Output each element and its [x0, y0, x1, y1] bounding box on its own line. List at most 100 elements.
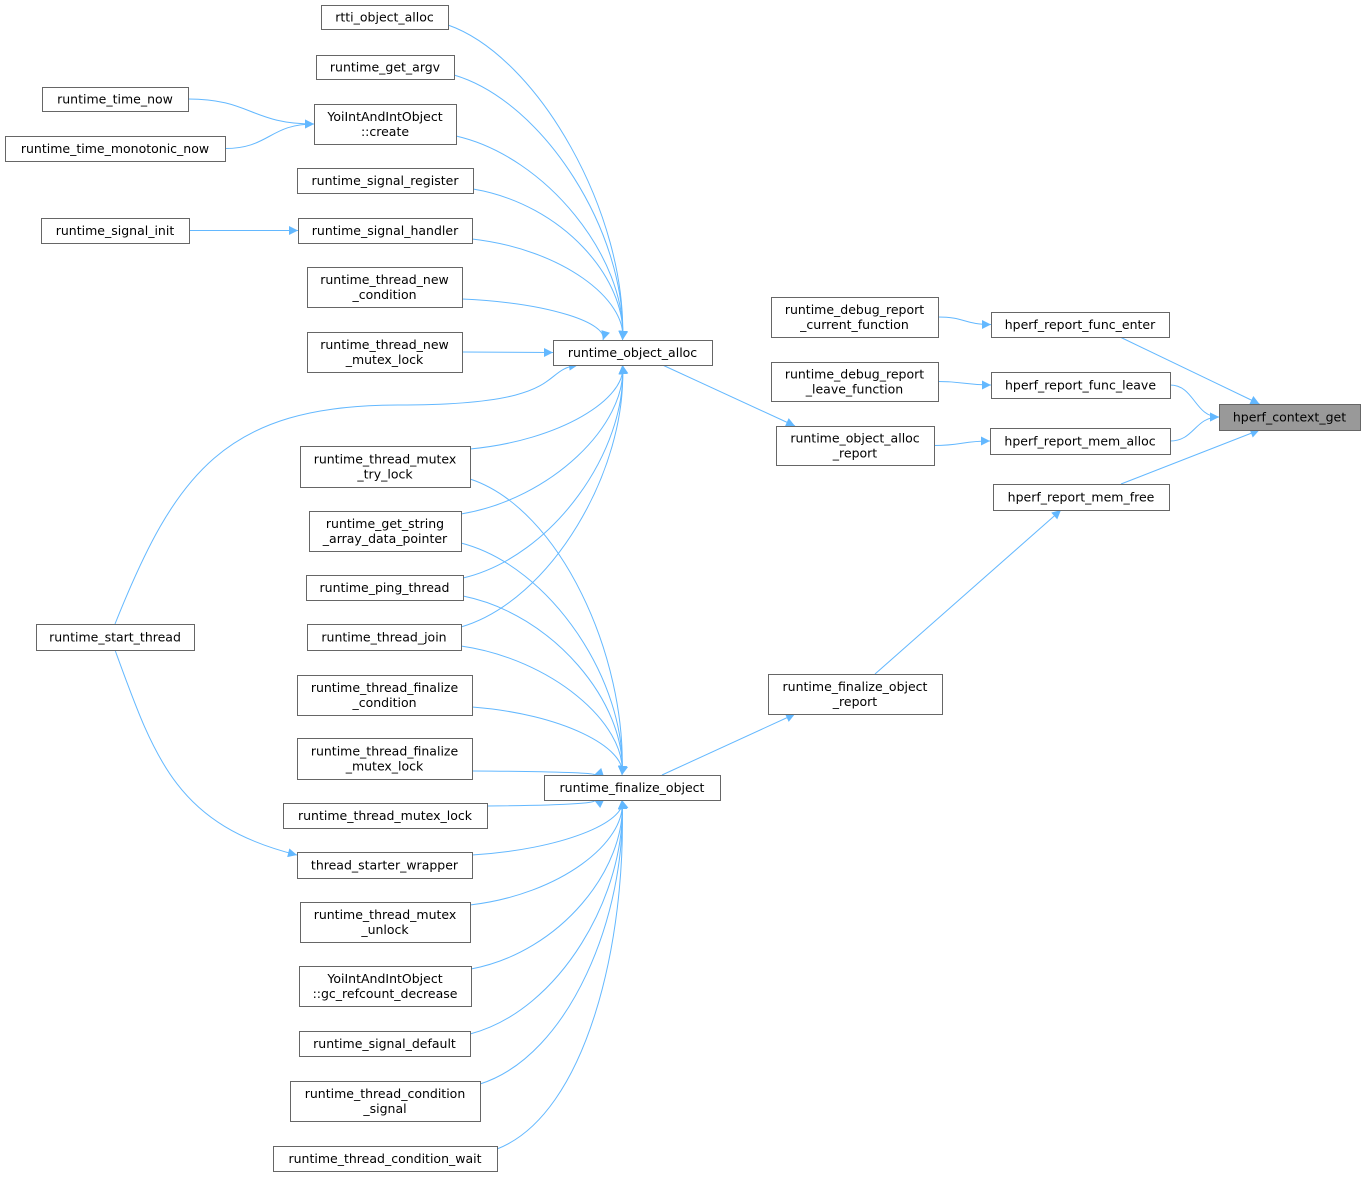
- node-box: [544, 775, 721, 801]
- node-runtime-time-now[interactable]: runtime_time_now: [42, 87, 189, 112]
- node-runtime-ping-thread[interactable]: runtime_ping_thread: [306, 575, 464, 601]
- node-box: [771, 362, 939, 402]
- node-label: runtime_signal_handler: [312, 223, 459, 238]
- edge-runtime-debug-report-leave-function-to-hperf-report-func-leave: [937, 380, 992, 390]
- node-label: runtime_time_now: [57, 92, 173, 107]
- node-box: [991, 372, 1171, 399]
- edge-runtime-thread-condition-signal-to-runtime-finalize-object: [479, 799, 627, 1085]
- edge-runtime-object-alloc-report-to-hperf-report-mem-alloc: [933, 436, 991, 446]
- edge-runtime-time-monotonic-now-to-yoi-create: [224, 119, 315, 149]
- node-runtime-finalize-object-report[interactable]: runtime_finalize_object_report: [768, 674, 943, 715]
- node-box: [283, 803, 488, 829]
- node-label: YoiIntAndIntObject: [326, 971, 442, 986]
- node-thread-starter-wrapper[interactable]: thread_starter_wrapper: [297, 852, 473, 879]
- node-label: runtime_thread_mutex_lock: [298, 808, 473, 823]
- node-box: [990, 428, 1171, 455]
- node-hperf-report-mem-alloc[interactable]: hperf_report_mem_alloc: [990, 428, 1171, 455]
- node-runtime-thread-join[interactable]: runtime_thread_join: [307, 624, 462, 651]
- node-runtime-time-monotonic-now[interactable]: runtime_time_monotonic_now: [5, 136, 226, 162]
- node-label: runtime_thread_new: [320, 272, 449, 287]
- edge-runtime-ping-thread-to-runtime-finalize-object: [462, 595, 628, 776]
- node-label: runtime_debug_report: [785, 302, 924, 317]
- node-box: [297, 738, 473, 780]
- node-runtime-finalize-object[interactable]: runtime_finalize_object: [544, 775, 721, 801]
- node-label: hperf_report_func_leave: [1005, 378, 1156, 393]
- node-label: _report: [832, 446, 878, 461]
- node-label: hperf_report_func_enter: [1005, 317, 1156, 332]
- node-runtime-thread-mutex-unlock[interactable]: runtime_thread_mutex_unlock: [300, 902, 471, 943]
- node-label: _try_lock: [356, 467, 413, 482]
- node-label: runtime_object_alloc: [568, 345, 697, 360]
- node-label: runtime_thread_join: [321, 630, 446, 645]
- edge-hperf-report-mem-alloc-to-hperf-context-get: [1169, 412, 1220, 442]
- node-label: runtime_debug_report: [785, 367, 924, 382]
- node-runtime-start-thread[interactable]: runtime_start_thread: [36, 624, 195, 651]
- node-label: _condition: [351, 287, 416, 302]
- node-label: runtime_time_monotonic_now: [21, 141, 209, 156]
- node-runtime-signal-register[interactable]: runtime_signal_register: [297, 168, 474, 194]
- node-runtime-thread-mutex-lock[interactable]: runtime_thread_mutex_lock: [283, 803, 488, 829]
- edge-runtime-get-argv-to-runtime-object-alloc: [453, 74, 628, 341]
- node-label: _mutex_lock: [345, 759, 424, 774]
- node-runtime-thread-finalize-condition[interactable]: runtime_thread_finalize_condition: [297, 675, 473, 716]
- edge-runtime-start-thread-to-thread-starter-wrapper: [114, 649, 298, 858]
- node-runtime-thread-new-mutex-lock[interactable]: runtime_thread_new_mutex_lock: [307, 332, 463, 373]
- node-box: [991, 312, 1170, 338]
- node-box: [776, 426, 935, 466]
- node-hperf-report-func-leave[interactable]: hperf_report_func_leave: [991, 372, 1171, 399]
- node-label: runtime_start_thread: [49, 630, 181, 645]
- node-hperf-context-get[interactable]: hperf_context_get: [1219, 404, 1361, 431]
- node-label: rtti_object_alloc: [335, 10, 434, 25]
- edge-runtime-start-thread-to-runtime-object-alloc: [114, 361, 579, 625]
- node-runtime-thread-condition-wait[interactable]: runtime_thread_condition_wait: [273, 1146, 498, 1172]
- node-runtime-get-argv[interactable]: runtime_get_argv: [316, 55, 455, 80]
- node-label: runtime_thread_condition_wait: [289, 1151, 482, 1166]
- node-runtime-thread-condition-signal[interactable]: runtime_thread_condition_signal: [290, 1081, 481, 1122]
- node-rtti-object-alloc[interactable]: rtti_object_alloc: [321, 5, 449, 30]
- node-label: _leave_function: [805, 382, 903, 397]
- edge-runtime-get-string-array-data-pointer-to-runtime-finalize-object: [460, 542, 627, 776]
- node-box: [1219, 404, 1361, 431]
- node-label: runtime_finalize_object: [783, 679, 928, 694]
- node-label: _signal: [362, 1101, 406, 1116]
- edge-runtime-thread-condition-wait-to-runtime-finalize-object: [496, 799, 627, 1150]
- node-runtime-object-alloc[interactable]: runtime_object_alloc: [553, 340, 713, 366]
- node-runtime-thread-finalize-mutex-lock[interactable]: runtime_thread_finalize_mutex_lock: [297, 738, 473, 780]
- edge-hperf-report-func-enter-to-hperf-context-get: [1119, 336, 1260, 405]
- node-runtime-debug-report-leave-function[interactable]: runtime_debug_report_leave_function: [771, 362, 939, 402]
- node-runtime-signal-handler[interactable]: runtime_signal_handler: [298, 218, 473, 244]
- edge-runtime-ping-thread-to-runtime-object-alloc: [462, 364, 628, 579]
- node-yoi-gc-refcount-decrease[interactable]: YoiIntAndIntObject::gc_refcount_decrease: [299, 966, 472, 1007]
- node-box: [297, 852, 473, 879]
- node-label: hperf_report_mem_free: [1008, 490, 1155, 505]
- edge-runtime-finalize-object-report-to-hperf-report-mem-free: [874, 509, 1062, 675]
- node-runtime-debug-report-current-function[interactable]: runtime_debug_report_current_function: [771, 297, 939, 338]
- edge-runtime-object-alloc-to-runtime-object-alloc-report: [662, 364, 796, 427]
- node-box: [41, 218, 190, 244]
- edge-runtime-get-string-array-data-pointer-to-runtime-object-alloc: [460, 364, 628, 515]
- node-hperf-report-mem-free[interactable]: hperf_report_mem_free: [993, 484, 1170, 511]
- edge-runtime-thread-join-to-runtime-finalize-object: [460, 645, 628, 776]
- node-label: _condition: [351, 695, 416, 710]
- edge-runtime-signal-default-to-runtime-finalize-object: [469, 799, 627, 1035]
- node-runtime-thread-new-condition[interactable]: runtime_thread_new_condition: [307, 267, 463, 308]
- node-runtime-thread-mutex-try-lock[interactable]: runtime_thread_mutex_try_lock: [300, 446, 471, 488]
- node-box: [298, 218, 473, 244]
- node-yoi-create[interactable]: YoiIntAndIntObject::create: [314, 104, 457, 145]
- node-box: [307, 332, 463, 373]
- node-box: [993, 484, 1170, 511]
- node-box: [297, 675, 473, 716]
- node-label: thread_starter_wrapper: [311, 858, 459, 873]
- node-box: [316, 55, 455, 80]
- edge-hperf-report-mem-free-to-hperf-context-get: [1120, 429, 1260, 485]
- node-box: [36, 624, 195, 651]
- edge-runtime-thread-mutex-try-lock-to-runtime-object-alloc: [469, 364, 629, 450]
- node-runtime-object-alloc-report[interactable]: runtime_object_alloc_report: [776, 426, 935, 466]
- node-label: runtime_thread_finalize: [311, 744, 459, 759]
- node-label: runtime_get_string: [326, 516, 444, 531]
- node-runtime-signal-default[interactable]: runtime_signal_default: [299, 1031, 471, 1057]
- node-runtime-get-string-array-data-pointer[interactable]: runtime_get_string_array_data_pointer: [309, 511, 462, 552]
- edge-runtime-signal-handler-to-runtime-object-alloc: [471, 238, 629, 341]
- node-runtime-signal-init[interactable]: runtime_signal_init: [41, 218, 190, 244]
- node-hperf-report-func-enter[interactable]: hperf_report_func_enter: [991, 312, 1170, 338]
